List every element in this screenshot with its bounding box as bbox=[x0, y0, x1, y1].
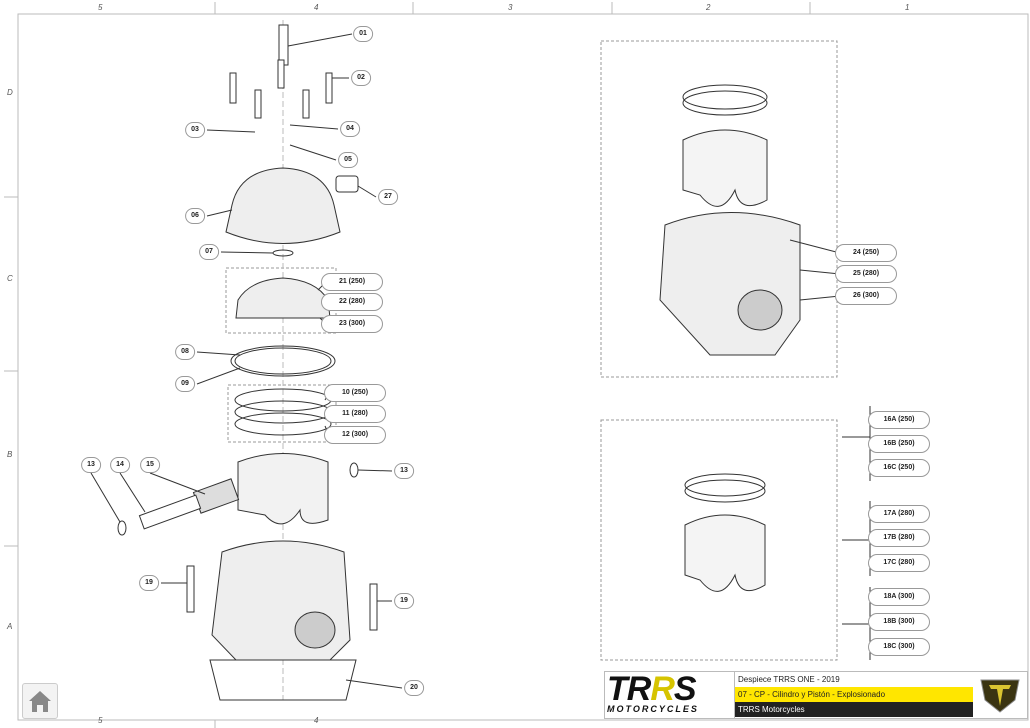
column-label: 5 bbox=[98, 716, 103, 725]
part-callout: 25 (280) bbox=[835, 265, 897, 283]
trrs-shield-emblem-icon bbox=[980, 679, 1020, 713]
variant-callout: 18A (300) bbox=[868, 588, 930, 606]
variant-callout: 17C (280) bbox=[868, 554, 930, 572]
variant-callout: 16C (250) bbox=[868, 459, 930, 477]
part-callout: 19 bbox=[394, 593, 414, 609]
row-label: B bbox=[7, 450, 13, 459]
drawing-subtitle: 07 - CP - Cilindro y Pistón - Explosiona… bbox=[735, 687, 973, 702]
piston-pin bbox=[138, 494, 202, 530]
part-callout: 08 bbox=[175, 344, 195, 360]
part-callout: 10 (250) bbox=[324, 384, 386, 402]
part-callout: 20 bbox=[404, 680, 424, 696]
column-label: 1 bbox=[905, 3, 910, 12]
left-assembly bbox=[117, 24, 378, 701]
trrs-logo: TRRS MOTORCYCLES bbox=[607, 672, 729, 716]
bolts bbox=[229, 59, 333, 119]
sleeve bbox=[335, 175, 359, 193]
row-label: D bbox=[7, 88, 13, 97]
variant-callout: 16B (250) bbox=[868, 435, 930, 453]
part-callout: 15 bbox=[140, 457, 160, 473]
part-callout: 01 bbox=[353, 26, 373, 42]
column-label: 4 bbox=[314, 3, 319, 12]
variant-callout: 16A (250) bbox=[868, 411, 930, 429]
part-callout: 09 bbox=[175, 376, 195, 392]
column-label: 4 bbox=[314, 716, 319, 725]
cylinder-head bbox=[225, 167, 341, 244]
part-callout: 13 bbox=[81, 457, 101, 473]
gasket-spacer bbox=[235, 277, 331, 319]
part-callout: 19 bbox=[139, 575, 159, 591]
column-label: 5 bbox=[98, 3, 103, 12]
column-label: 3 bbox=[508, 3, 513, 12]
logo-subtext: MOTORCYCLES bbox=[607, 704, 699, 714]
part-callout: 22 (280) bbox=[321, 293, 383, 311]
variant-callout: 17B (280) bbox=[868, 529, 930, 547]
part-callout: 07 bbox=[199, 244, 219, 260]
drawing-title: Despiece TRRS ONE - 2019 bbox=[738, 675, 840, 684]
variant-callout: 17A (280) bbox=[868, 505, 930, 523]
row-label: A bbox=[7, 622, 13, 631]
right-assembly bbox=[659, 84, 801, 592]
part-callout: 02 bbox=[351, 70, 371, 86]
part-callout: 14 bbox=[110, 457, 130, 473]
base-gasket bbox=[209, 659, 357, 701]
title-block: TRRS MOTORCYCLES Despiece TRRS ONE - 201… bbox=[604, 671, 1028, 719]
spark-plug bbox=[278, 24, 289, 66]
part-callout: 11 (280) bbox=[324, 405, 386, 423]
variant-callout: 18C (300) bbox=[868, 638, 930, 656]
variant-callout: 18B (300) bbox=[868, 613, 930, 631]
part-callout: 27 bbox=[378, 189, 398, 205]
drawing-frame bbox=[4, 2, 1029, 728]
home-icon bbox=[29, 691, 51, 712]
part-callout: 24 (250) bbox=[835, 244, 897, 262]
part-callout: 06 bbox=[185, 208, 205, 224]
part-callout: 03 bbox=[185, 122, 205, 138]
part-callout: 21 (250) bbox=[321, 273, 383, 291]
piston bbox=[237, 453, 329, 525]
part-callout: 05 bbox=[338, 152, 358, 168]
part-callout: 04 bbox=[340, 121, 360, 137]
column-label: 2 bbox=[706, 3, 711, 12]
part-callout: 12 (300) bbox=[324, 426, 386, 444]
row-label: C bbox=[7, 274, 13, 283]
part-callout: 23 (300) bbox=[321, 315, 383, 333]
home-button[interactable] bbox=[22, 683, 58, 719]
part-callout: 26 (300) bbox=[835, 287, 897, 305]
company-name: TRRS Motorcycles bbox=[735, 702, 973, 717]
part-callout: 13 bbox=[394, 463, 414, 479]
